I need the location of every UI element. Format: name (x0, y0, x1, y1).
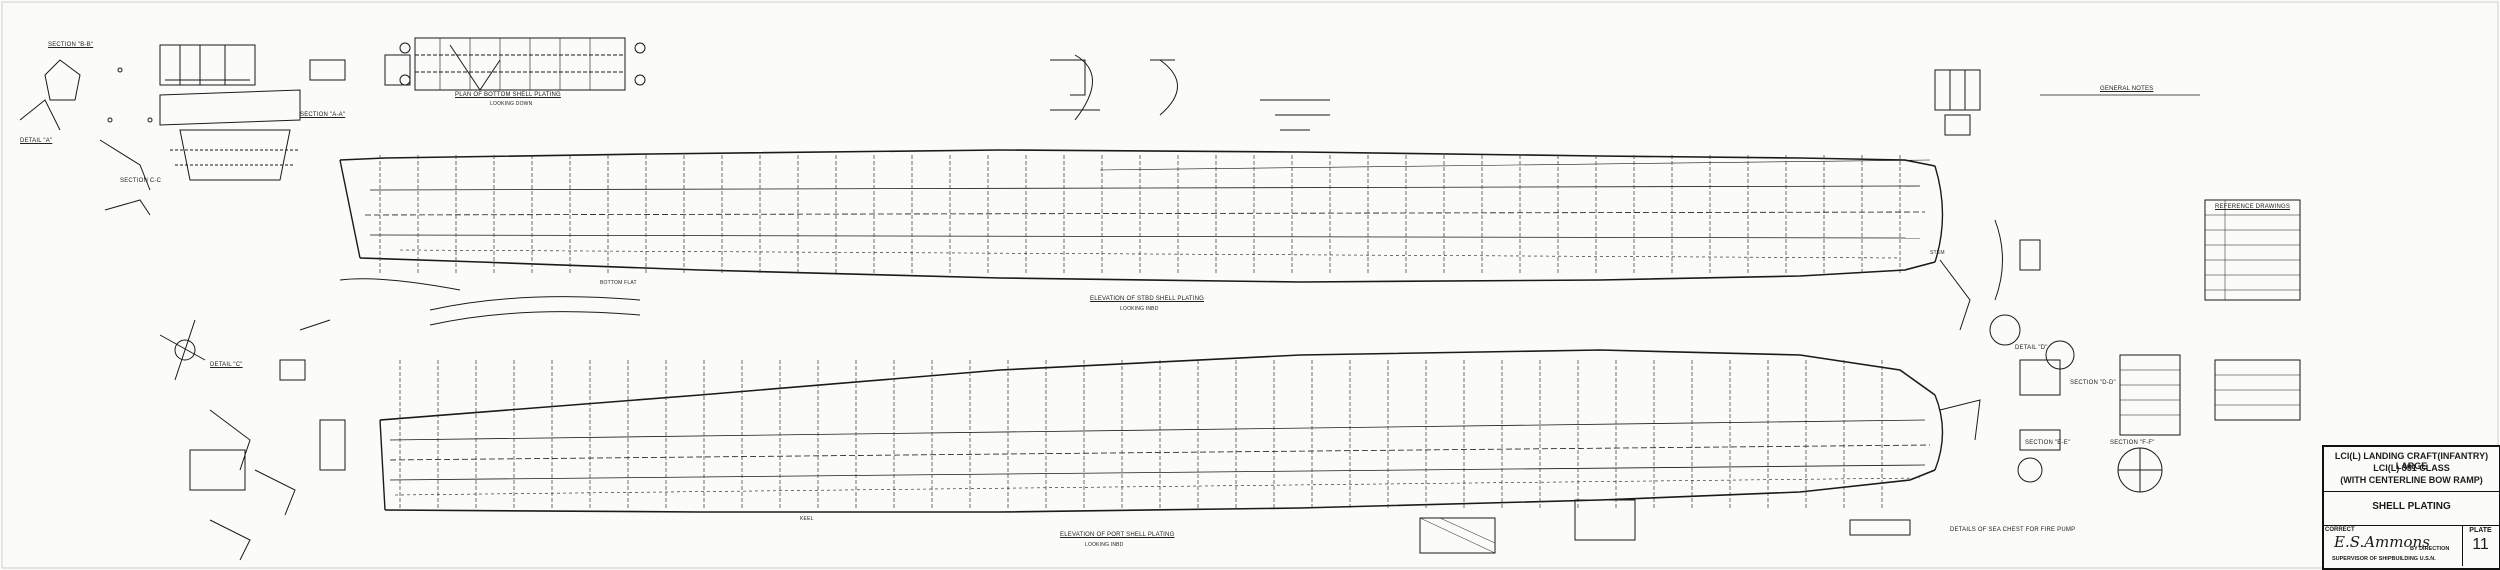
title-block: LCI(L) LANDING CRAFT(INFANTRY) LARGE LCI… (2322, 445, 2500, 570)
detail-a-label: DETAIL "A" (20, 138, 53, 144)
plan-bottom-label: PLAN OF BOTTOM SHELL PLATING (455, 92, 561, 98)
upper-frame-lines (379, 155, 1901, 275)
title-divider (2324, 491, 2499, 492)
right-details (1419, 69, 2301, 554)
plate-box: PLATE 11 (2462, 525, 2498, 566)
keel-label: KEEL (800, 516, 814, 522)
section-dd-label: SECTION "D-D" (2070, 380, 2116, 386)
section-bb-label: SECTION "B-B" (48, 42, 94, 48)
looking-inbd-label: LOOKING INBD (1120, 306, 1159, 312)
title-sheet-name: SHELL PLATING (2372, 501, 2451, 512)
plate-number: 11 (2472, 536, 2489, 553)
plate-label: PLATE (2469, 527, 2492, 534)
correct-box: CORRECT E.S.Ammons BY DIRECTION SUPERVIS… (2322, 525, 2460, 566)
looking-outbd-label: LOOKING INBD (1085, 542, 1124, 548)
title-divider-2 (2324, 525, 2499, 526)
title-line-1: LCI(L) LANDING CRAFT(INFANTRY) LARGE (2334, 451, 2489, 471)
detail-d-label: DETAIL "D" (2015, 345, 2048, 351)
left-lower-details (159, 278, 641, 561)
lower-frame-lines (399, 360, 1883, 510)
elev-port-label: ELEVATION OF PORT SHELL PLATING (1060, 532, 1175, 538)
stem-label: STEM (1930, 250, 1945, 256)
section-ff-label: SECTION "F-F" (2110, 440, 2155, 446)
detail-c-label: DETAIL "C" (210, 362, 243, 368)
lower-hull-elevation (379, 349, 1944, 513)
direction-text: BY DIRECTION (2410, 546, 2450, 552)
reference-drawings-table (2204, 199, 2301, 301)
elev-stbd-label: ELEVATION OF STBD SHELL PLATING (1090, 296, 1205, 302)
general-notes-header: GENERAL NOTES (2100, 86, 2154, 92)
correct-label: CORRECT (2325, 527, 2355, 533)
upper-hull-elevation (339, 149, 1944, 283)
center-section-details (1050, 54, 1330, 131)
signature: E.S.Ammons (2334, 533, 2430, 551)
title-line-2: LCI(L) 351 CLASS (2373, 463, 2450, 473)
section-aa-label: SECTION "A-A" (300, 112, 346, 118)
section-cc-label: SECTION C-C (120, 178, 162, 184)
bottom-flat-label: BOTTOM FLAT (600, 280, 637, 286)
details-sea-chest-label: DETAILS OF SEA CHEST FOR FIRE PUMP (1950, 527, 2076, 533)
supervisor-text: SUPERVISOR OF SHIPBUILDING U.S.N. (2332, 556, 2436, 562)
title-line-3: (WITH CENTERLINE BOW RAMP) (2340, 475, 2483, 485)
top-left-details (19, 44, 501, 216)
reference-drawings-header: REFERENCE DRAWINGS (2215, 204, 2291, 210)
plan-of-bottom-shell (399, 37, 646, 91)
section-ee-label: SECTION "E-E" (2025, 440, 2071, 446)
looking-down-label: LOOKING DOWN (490, 101, 533, 107)
